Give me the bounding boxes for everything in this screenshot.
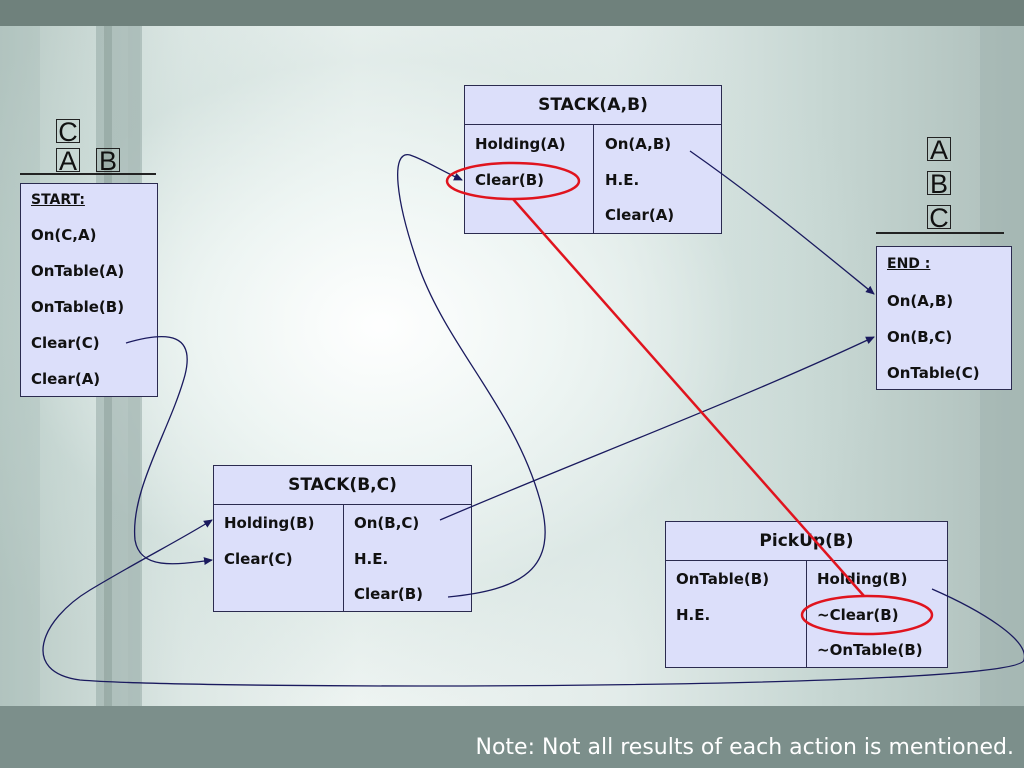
start-item: OnTable(A) — [31, 262, 125, 280]
conflict-circle-clear-b-precondition — [445, 161, 581, 201]
stack-bc-effect: Clear(B) — [354, 585, 423, 603]
start-state-box: START: On(C,A) OnTable(A) OnTable(B) Cle… — [20, 183, 158, 397]
block-b-start: B — [96, 148, 120, 175]
pickup-b-precondition: H.E. — [676, 606, 711, 624]
block-b-end: B — [927, 171, 951, 198]
start-item: Clear(C) — [31, 334, 100, 352]
stack-bc-box: Holding(B) Clear(C) On(B,C) H.E. Clear(B… — [213, 504, 472, 612]
pickup-b-effect: ~Clear(B) — [817, 606, 899, 624]
stack-ab-title: STACK(A,B) — [464, 85, 722, 125]
pickup-b-box: OnTable(B) H.E. Holding(B) ~Clear(B) ~On… — [665, 560, 948, 668]
table-line-end — [876, 232, 1004, 234]
stack-ab-precondition: Clear(B) — [475, 171, 544, 189]
pickup-b-precondition: OnTable(B) — [676, 570, 770, 588]
stack-ab-divider — [593, 125, 594, 233]
stack-ab-precondition: Holding(A) — [475, 135, 566, 153]
link-clear-b-to-stack-ab — [397, 154, 546, 598]
block-c-end: C — [927, 205, 951, 232]
stack-ab-effect: Clear(A) — [605, 206, 675, 224]
stack-bc-precondition: Holding(B) — [224, 514, 315, 532]
link-clear-c-to-stack-bc — [125, 336, 213, 566]
link-on-a-b-to-end — [689, 150, 875, 295]
end-item: OnTable(C) — [887, 364, 980, 382]
pickup-b-effect: Holding(B) — [817, 570, 908, 588]
table-line-start — [20, 173, 156, 175]
block-a-start: A — [56, 148, 80, 175]
stack-bc-precondition: Clear(C) — [224, 550, 293, 568]
block-c-start: C — [56, 119, 80, 146]
end-state-box: END : On(A,B) On(B,C) OnTable(C) — [876, 246, 1012, 390]
top-bar — [0, 0, 1024, 26]
stack-bc-divider — [343, 505, 344, 611]
bottom-bar — [0, 706, 1024, 768]
conflict-threat-line — [512, 198, 865, 597]
conflict-circle-not-clear-b-effect — [800, 594, 934, 636]
stack-bc-effect: On(B,C) — [354, 514, 420, 532]
end-item: On(B,C) — [887, 328, 953, 346]
start-item: Clear(A) — [31, 370, 101, 388]
start-item: On(C,A) — [31, 226, 97, 244]
start-heading: START: — [31, 192, 85, 208]
pickup-b-divider — [806, 561, 807, 667]
pickup-b-effect: ~OnTable(B) — [817, 641, 923, 659]
link-on-b-c-to-end — [439, 336, 875, 521]
block-a-end: A — [927, 137, 951, 164]
stack-ab-effect: H.E. — [605, 171, 640, 189]
stack-ab-effect: On(A,B) — [605, 135, 672, 153]
link-holding-b-to-stack-bc — [42, 519, 1024, 687]
end-heading: END : — [887, 256, 931, 272]
stack-bc-effect: H.E. — [354, 550, 389, 568]
start-item: OnTable(B) — [31, 298, 125, 316]
end-item: On(A,B) — [887, 292, 954, 310]
stack-ab-box: Holding(A) Clear(B) On(A,B) H.E. Clear(A… — [464, 124, 722, 234]
footnote: Note: Not all results of each action is … — [475, 735, 1014, 760]
